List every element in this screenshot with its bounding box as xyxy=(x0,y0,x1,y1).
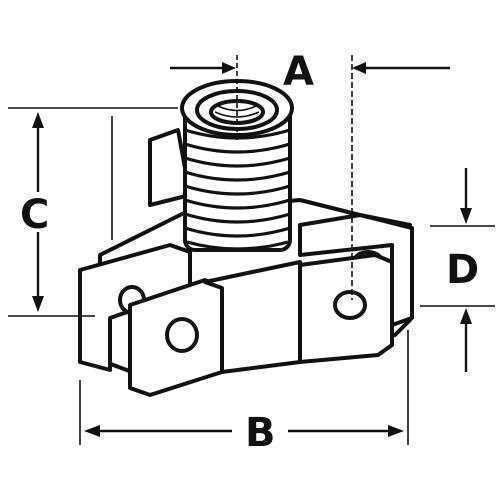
label-c: C xyxy=(20,192,49,238)
back-right-ear xyxy=(298,213,414,327)
dimension-b: B xyxy=(79,330,409,456)
dimension-d: D xyxy=(420,168,495,372)
boss-threads xyxy=(184,128,291,251)
label-b: B xyxy=(245,410,276,456)
center-bridge xyxy=(203,260,302,374)
dimension-a: A xyxy=(170,49,450,300)
front-right-hole xyxy=(333,290,367,320)
label-a: A xyxy=(283,49,314,95)
left-front-hole xyxy=(165,317,199,353)
clamp-part xyxy=(78,79,414,397)
bore-thread-hint xyxy=(214,105,260,118)
dimension-c: C xyxy=(8,107,178,317)
label-d: D xyxy=(446,247,479,293)
